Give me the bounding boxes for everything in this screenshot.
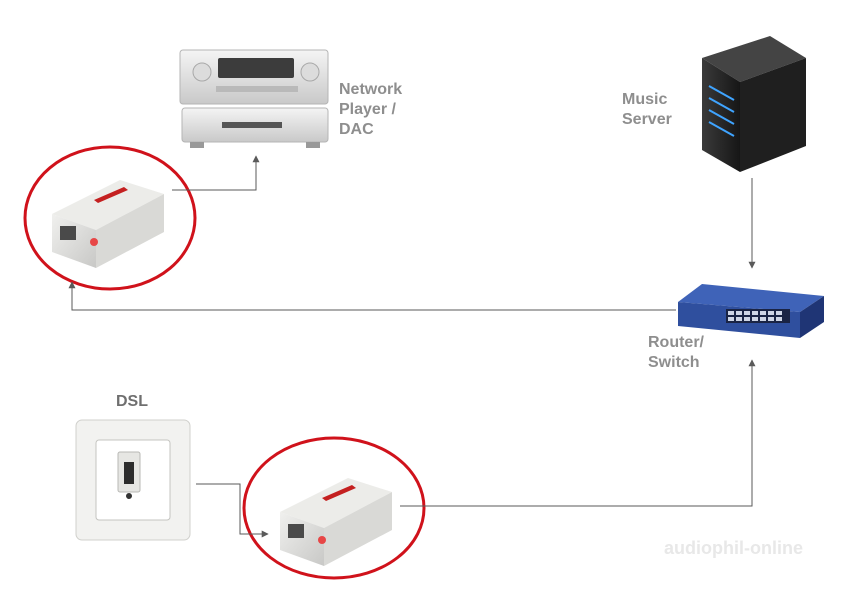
dsl-label: DSL (116, 392, 148, 412)
network-isolator-top-icon (52, 180, 164, 268)
music-server-icon (702, 36, 806, 172)
music-server-label: Music Server (622, 90, 672, 130)
dsl-wall-socket-icon (76, 420, 190, 540)
network-player-icon (180, 50, 328, 148)
link-isolator-to-switch (400, 360, 752, 506)
router-switch-icon (678, 284, 824, 338)
network-isolator-bottom-icon (280, 478, 392, 566)
router-switch-label: Router/ Switch (648, 333, 704, 373)
network-player-label: Network Player / DAC (339, 80, 402, 140)
watermark: audiophil-online (664, 538, 803, 559)
link-dsl-to-isolator (196, 484, 268, 534)
link-switch-to-isolator (72, 282, 676, 310)
